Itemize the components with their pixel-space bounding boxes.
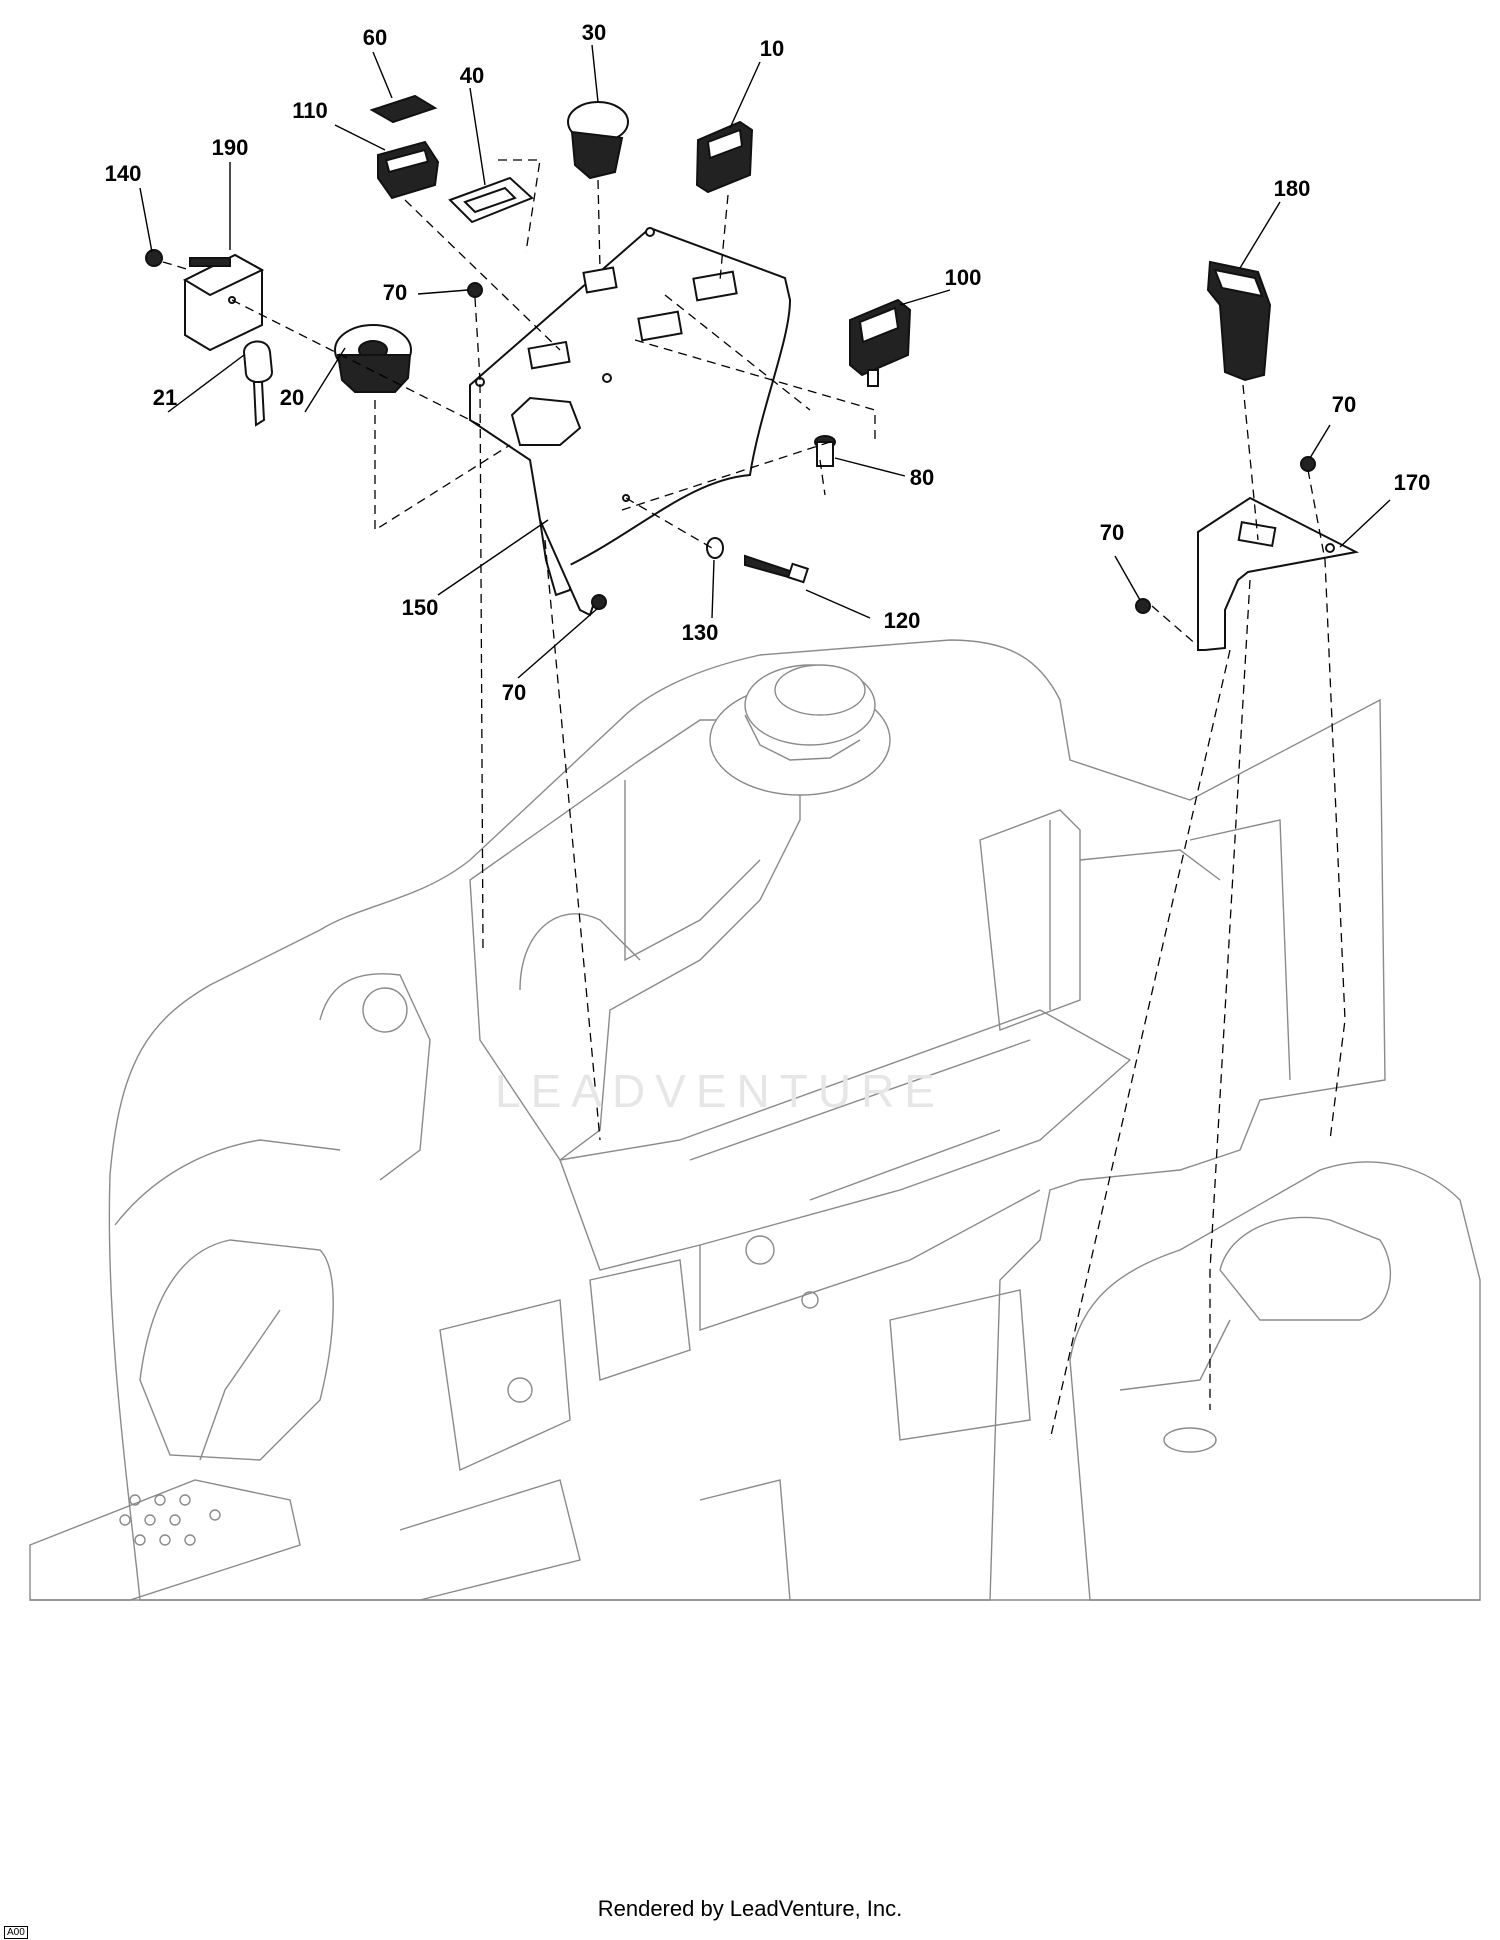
callout-80: 80	[910, 465, 934, 490]
callout-170: 170	[1394, 470, 1431, 495]
callout-30: 30	[582, 20, 606, 45]
callout-labels: 60 30 10 40 110 190 140 180 70 100 21 20…	[105, 20, 1431, 705]
assembly-dashed-lines	[162, 159, 1346, 1441]
control-panel-bracket	[469, 226, 792, 617]
callout-10: 10	[760, 36, 784, 61]
part-130-washer	[706, 537, 724, 559]
part-20-ignition-switch	[334, 324, 412, 393]
callout-20: 20	[280, 385, 304, 410]
part-40-bezel	[448, 176, 534, 224]
part-180-switch	[1206, 260, 1272, 382]
right-side-bracket	[1197, 496, 1360, 651]
callout-190: 190	[212, 135, 249, 160]
callout-110: 110	[292, 98, 328, 123]
step-plate-holes	[119, 1494, 221, 1546]
callout-70-right: 70	[1332, 392, 1356, 417]
footer-credit: Rendered by LeadVenture, Inc.	[597, 1896, 903, 1921]
callout-40: 40	[460, 63, 484, 88]
part-120-bolt	[744, 554, 810, 584]
callout-130: 130	[682, 620, 719, 645]
callout-21: 21	[153, 385, 177, 410]
part-21-key	[242, 340, 274, 427]
callout-120: 120	[884, 608, 921, 633]
callout-150: 150	[402, 595, 439, 620]
callout-100: 100	[945, 265, 982, 290]
part-110-switch	[377, 140, 440, 200]
part-80-grommet	[814, 435, 836, 467]
callout-140: 140	[105, 161, 142, 186]
callout-70-bottom: 70	[502, 680, 526, 705]
part-190-module	[182, 253, 265, 352]
callout-180: 180	[1274, 176, 1311, 201]
part-70-screws	[467, 282, 1316, 614]
part-100-bezel	[849, 298, 912, 387]
callout-70-top: 70	[383, 280, 407, 305]
part-30-selector-switch	[567, 101, 629, 180]
callout-70-right-lower: 70	[1100, 520, 1124, 545]
watermark-text: LEADVENTURE	[495, 1065, 945, 1117]
revision-code: A00	[4, 1926, 28, 1939]
leader-lines	[139, 44, 1391, 679]
part-140-nut	[145, 249, 163, 267]
tractor-frame-illustration	[29, 639, 1481, 1601]
callout-60: 60	[363, 25, 387, 50]
part-10-switch	[695, 120, 754, 194]
part-60-switch-cover	[369, 94, 438, 124]
